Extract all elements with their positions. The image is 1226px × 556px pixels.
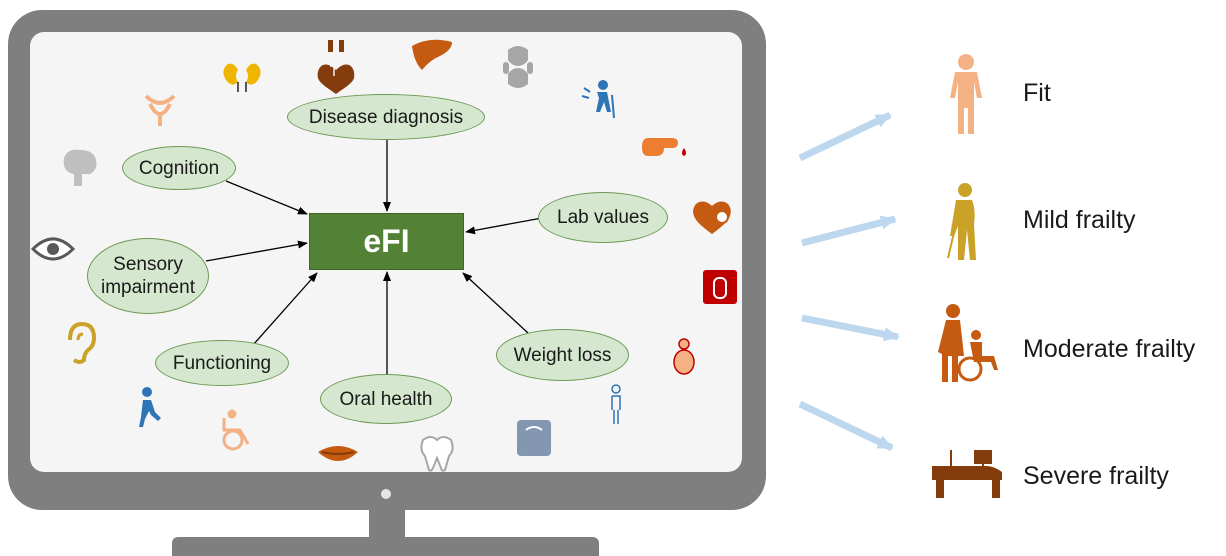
output-arrow-severe [798,400,894,452]
wheelchair-icon [222,409,250,451]
eye-icon [30,237,76,261]
standing-person-icon [950,54,982,134]
arrow-lab-values [465,217,543,235]
node-functioning: Functioning [155,340,289,386]
category-fit-label: Fit [1023,79,1051,107]
tooth-icon [420,436,454,472]
kidneys-icon [223,63,261,92]
efi-center-node: eFI [309,213,464,270]
category-mild-frailty-label: Mild frailty [1023,206,1136,234]
arrow-functioning [252,272,318,346]
node-lab-values: Lab values [538,192,668,243]
thin-person-icon [611,384,621,424]
arrow-cognition [225,180,308,215]
category-moderate-frailty-label: Moderate frailty [1023,335,1196,363]
joint-icon [503,46,533,88]
overweight-person-icon [673,338,695,375]
output-arrow-moderate [801,314,900,342]
scale-icon [517,420,551,456]
person-with-cane-icon [947,183,976,260]
node-disease-diagnosis: Disease diagnosis [287,94,485,140]
arrow-weight-loss [462,272,529,334]
node-cognition: Cognition [122,146,236,190]
monitor-stand-neck [369,508,405,538]
power-indicator [381,489,391,499]
node-sensory-impairment: Sensory impairment [87,238,209,314]
heart-rate-icon [693,201,731,234]
node-weight-loss: Weight loss [496,329,629,381]
category-severe-frailty-label: Severe frailty [1023,462,1169,490]
hospital-bed-icon [932,450,1002,498]
ear-icon [68,321,97,364]
medication-icon [703,270,737,304]
walking-person-icon [139,387,161,427]
heart-icon [317,40,355,94]
sensory-line-1: Sensory [113,254,183,275]
back-pain-icon [581,80,615,119]
lips-icon [318,446,358,461]
bladder-icon [144,94,176,126]
node-oral-health: Oral health [320,374,452,424]
output-arrow-mild [801,215,897,247]
liver-icon [412,39,452,70]
brain-icon [63,149,97,186]
monitor-stand-base [172,537,599,556]
sensory-line-2: impairment [101,277,195,298]
finger-prick-icon [642,138,686,156]
output-arrow-fit [798,111,892,162]
arrow-sensory [205,240,308,262]
wheelchair-with-helper-icon [938,304,998,382]
